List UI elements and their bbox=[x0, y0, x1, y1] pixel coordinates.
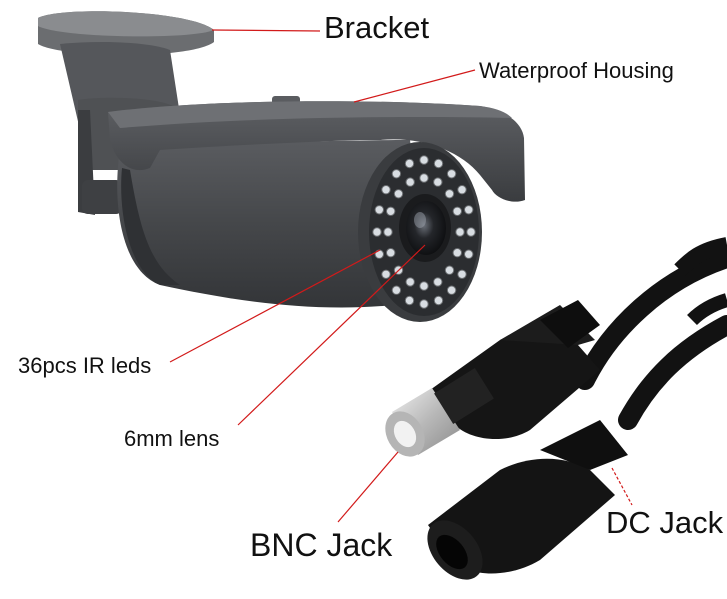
lens bbox=[399, 194, 451, 262]
lens-label: 6mm lens bbox=[124, 426, 220, 451]
ir-led bbox=[455, 227, 465, 237]
ir-led bbox=[372, 227, 382, 237]
ir-led-ring bbox=[372, 155, 476, 309]
ir-led bbox=[386, 248, 396, 258]
ir-led bbox=[405, 177, 415, 187]
dc-connector bbox=[427, 420, 628, 580]
leader-ir-leds bbox=[169, 249, 381, 363]
ir-led bbox=[404, 158, 415, 169]
leader-dc bbox=[611, 467, 633, 506]
ir-led bbox=[446, 285, 457, 295]
ir-led bbox=[433, 158, 444, 169]
bnc-jack-label: BNC Jack bbox=[250, 527, 393, 563]
leader-bracket bbox=[211, 29, 321, 32]
ir-leds-label: 36pcs IR leds bbox=[18, 353, 152, 378]
ir-led bbox=[381, 269, 391, 279]
ir-led bbox=[457, 269, 467, 279]
ir-led bbox=[381, 185, 391, 195]
waterproof-housing bbox=[108, 96, 525, 202]
ir-led bbox=[452, 206, 462, 217]
ir-led bbox=[374, 249, 384, 259]
ir-led bbox=[405, 277, 415, 287]
ir-led bbox=[464, 249, 474, 259]
leader-bnc bbox=[337, 451, 399, 523]
ir-led bbox=[419, 299, 429, 309]
leader-lines bbox=[169, 29, 633, 523]
ir-led bbox=[393, 189, 404, 199]
ir-led bbox=[457, 185, 467, 195]
ir-led bbox=[374, 205, 384, 215]
ir-led bbox=[433, 277, 443, 287]
dc-jack-label: DC Jack bbox=[606, 505, 724, 540]
waterproof-housing-label: Waterproof Housing bbox=[479, 58, 674, 83]
ir-led bbox=[446, 169, 457, 179]
bracket-label: Bracket bbox=[324, 10, 430, 45]
leader-lens bbox=[237, 244, 426, 426]
ir-led bbox=[386, 206, 396, 217]
ir-led bbox=[404, 295, 415, 306]
ir-led bbox=[419, 173, 429, 183]
ir-led bbox=[444, 265, 455, 275]
cables bbox=[575, 237, 727, 430]
ir-led bbox=[419, 155, 429, 165]
bnc-connector bbox=[385, 300, 600, 457]
ir-led bbox=[452, 248, 462, 258]
ir-led bbox=[391, 169, 402, 179]
ir-led bbox=[464, 205, 474, 215]
leader-housing bbox=[353, 69, 476, 103]
ir-led bbox=[466, 227, 476, 237]
ir-led bbox=[391, 285, 402, 295]
ir-led bbox=[419, 281, 429, 291]
ir-led bbox=[383, 227, 393, 237]
ir-led bbox=[444, 189, 455, 199]
ir-led bbox=[433, 295, 444, 306]
ir-led bbox=[433, 177, 443, 187]
